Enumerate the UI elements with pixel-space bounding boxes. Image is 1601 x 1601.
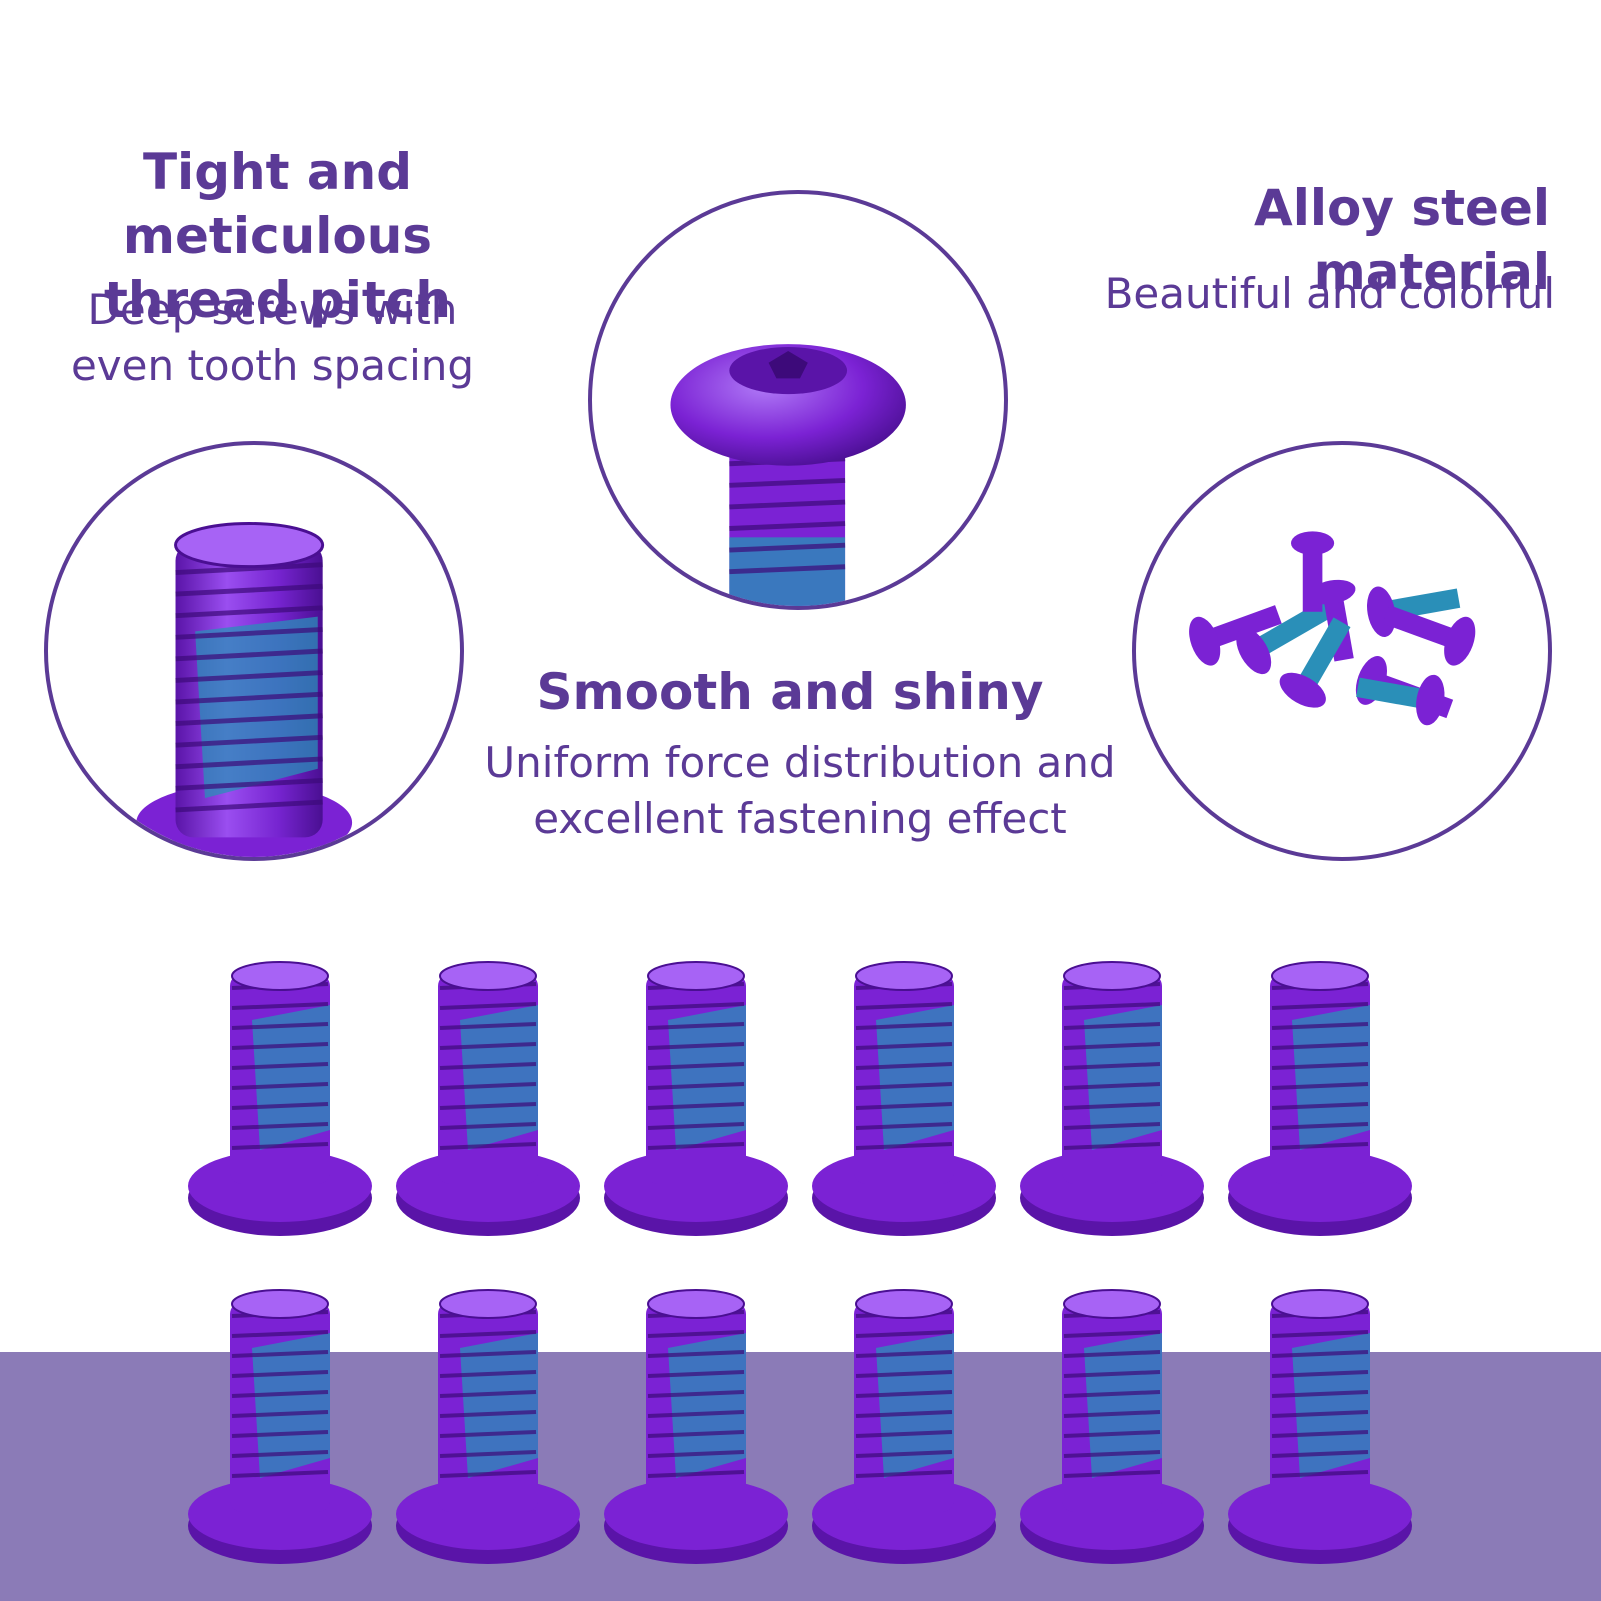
screw-pile-image	[1189, 531, 1476, 726]
feature-thread-title-line2: thread pitch	[103, 271, 452, 329]
feature-material-desc: Beautiful and colorful	[1104, 269, 1555, 318]
screw-item	[388, 960, 588, 1250]
feature-finish-desc-line2: excellent fastening effect	[533, 794, 1067, 843]
screw-head-bubble	[588, 190, 1008, 610]
screw-item	[388, 1288, 588, 1578]
screw-icon	[1020, 1289, 1204, 1564]
feature-finish-desc: Uniform force distribution and excellent…	[470, 735, 1130, 847]
feature-material-title: Alloy steel material	[1254, 179, 1550, 301]
screw-item	[1012, 960, 1212, 1250]
screw-item	[804, 960, 1004, 1250]
screw-item	[1220, 960, 1420, 1250]
screw-item	[1012, 1288, 1212, 1578]
screw-icon	[604, 961, 788, 1236]
screw-head-image	[670, 344, 906, 606]
feature-thread-title-line1: Tight and meticulous	[122, 143, 433, 265]
screw-grid	[180, 960, 1420, 1580]
screw-icon	[396, 961, 580, 1236]
screw-item	[804, 1288, 1004, 1578]
feature-thread-desc-line1: Deep screws with	[87, 285, 458, 334]
feature-finish-desc-line1: Uniform force distribution and	[484, 738, 1116, 787]
screw-item	[596, 1288, 796, 1578]
screw-icon	[1228, 961, 1412, 1236]
thread-closeup-image	[136, 522, 353, 857]
screw-icon	[604, 1289, 788, 1564]
screw-icon	[812, 1289, 996, 1564]
screw-item	[596, 960, 796, 1250]
thread-closeup-bubble	[44, 441, 464, 861]
screw-pile-bubble	[1132, 441, 1552, 861]
screw-item	[180, 960, 380, 1250]
feature-thread-desc: Deep screws with even tooth spacing	[0, 282, 545, 394]
feature-finish-title: Smooth and shiny	[536, 663, 1044, 721]
feature-thread-title: Tight and meticulous thread pitch	[0, 140, 555, 332]
screw-item	[180, 1288, 380, 1578]
screw-item	[1220, 1288, 1420, 1578]
screw-icon	[1020, 961, 1204, 1236]
screw-icon	[188, 961, 372, 1236]
screw-icon	[396, 1289, 580, 1564]
feature-thread-desc-line2: even tooth spacing	[70, 341, 475, 390]
screw-icon	[812, 961, 996, 1236]
screw-icon	[188, 1289, 372, 1564]
screw-icon	[1228, 1289, 1412, 1564]
